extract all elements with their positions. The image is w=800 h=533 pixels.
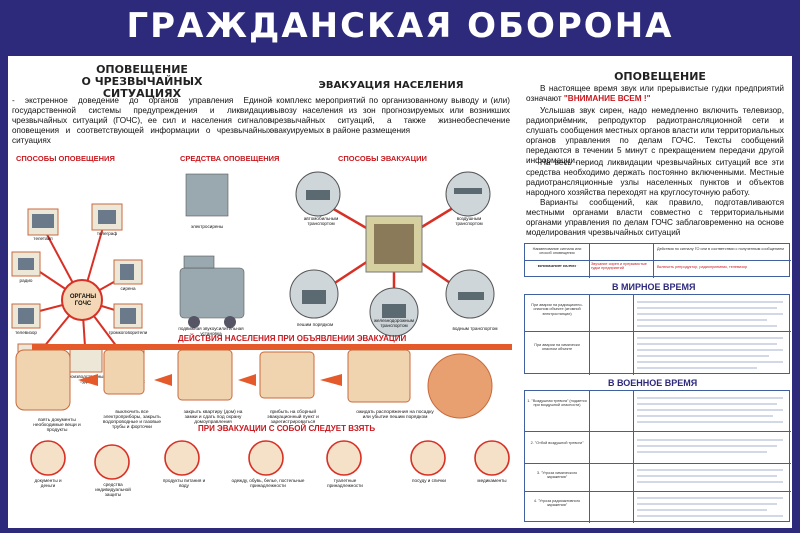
table-head-action: Действия по сигналу ГО или в соответстви… <box>657 247 784 251</box>
means-title: СРЕДСТВА ОПОВЕЩЕНИЯ <box>180 154 280 163</box>
war-row-radiation: 4. "Угроза радиоактивного заражения" <box>533 499 581 508</box>
peace-row-radiation: При аварии на радиационно-опасном объект… <box>531 303 583 316</box>
actions-arrow <box>32 344 512 350</box>
content-panel: ОПОВЕЩЕНИЕ О ЧРЕЗВЫЧАЙНЫХ СИТУАЦИЯХ - эк… <box>8 56 792 528</box>
way-tv: телевизор <box>15 330 37 335</box>
way-siren: сирена <box>120 286 136 291</box>
war-table: 1. "Воздушная тревога" (подается при воз… <box>524 390 791 523</box>
war-row-all-clear: 2. "Отбой воздушной тревоги" <box>530 441 584 445</box>
evac-way-air: воздушным транспортом <box>455 216 483 226</box>
evacuation-text: - комплекс мероприятий по организованном… <box>270 96 510 135</box>
center-label: ОРГАНЫ ГОЧС <box>69 294 97 307</box>
evac-way-water: водным транспортом <box>452 326 498 331</box>
evac-way-foot: пешим порядком <box>296 322 334 327</box>
mean-mobile-unit: подвижная звукоусилительная установка <box>178 326 244 336</box>
ways-title: СПОСОБЫ ОПОВЕЩЕНИЯ <box>16 154 115 163</box>
table-head-signal: Наименование сигнала или способ оповещен… <box>532 247 582 256</box>
right-p3: На весь период ликвидации чрезвычайных с… <box>526 158 784 197</box>
take-docs: документы и деньги <box>34 478 62 488</box>
notification-heading: ОПОВЕЩЕНИЕ О ЧРЕЗВЫЧАЙНЫХ СИТУАЦИЯХ <box>81 63 203 100</box>
right-p1-text: В настоящее время звук или прерывистые г… <box>526 84 784 103</box>
actions-row <box>15 349 493 419</box>
right-heading: ОПОВЕЩЕНИЕ <box>614 70 706 83</box>
right-p2: Услышав звук сирен, надо немедленно вклю… <box>526 106 784 165</box>
table-attention: "Внимание всем!" <box>535 265 579 269</box>
take-dishes: посуду и спички <box>412 478 446 483</box>
action-step-4: прибыть на сборный эвакуационный пункт и… <box>267 410 319 425</box>
signal-table: Наименование сигнала или способ оповещен… <box>524 243 791 278</box>
way-loudspeakers: громкоговорители <box>108 330 148 335</box>
war-title: В ВОЕННОЕ ВРЕМЯ <box>608 378 698 388</box>
way-radio: радио <box>19 278 33 283</box>
peace-table: При аварии на радиационно-опасном объект… <box>524 294 791 375</box>
evacuation-diagram <box>289 171 495 337</box>
take-medicine: медикаменты <box>477 478 507 483</box>
table-turn-on: Включить репродуктор, радиоприемник, тел… <box>657 265 748 269</box>
peace-title: В МИРНОЕ ВРЕМЯ <box>612 282 696 292</box>
take-clothes: одежду, обувь, белье, постельные принадл… <box>231 478 305 488</box>
right-p1: В настоящее время звук или прерывистые г… <box>526 84 784 104</box>
war-row-air-raid: 1. "Воздушная тревога" (подается при воз… <box>527 399 587 408</box>
evac-way-rail: железнодорожным транспортом <box>373 318 415 328</box>
peace-row-chemical: При аварии на химически опасном объекте <box>534 343 580 352</box>
take-items <box>30 440 510 480</box>
action-step-3: закрыть квартиру (дом) на замки и сдать … <box>183 410 243 425</box>
mean-sirens: электросирены <box>190 224 224 229</box>
actions-title: ДЕЙСТВИЯ НАСЕЛЕНИЯ ПРИ ОБЪЯВЛЕНИИ ЭВАКУА… <box>178 334 407 343</box>
evac-ways-title: СПОСОБЫ ЭВАКУАЦИИ <box>338 154 427 163</box>
take-food: продукты питания и воду <box>162 478 206 488</box>
take-toiletries: туалетные принадлежности <box>327 478 363 488</box>
action-step-1: взять документы необходимые вещи и проду… <box>33 418 81 433</box>
evac-way-car: автомобильным транспортом <box>303 216 339 226</box>
notification-text: - экстренное доведение до органов управл… <box>12 96 272 145</box>
right-p4: Варианты сообщений, как правило, подгота… <box>526 198 784 237</box>
action-step-2: выключить все электроприборы, закрыть во… <box>102 410 162 430</box>
table-sirens: Звучание сирен и прерывистые гудки предп… <box>591 262 647 271</box>
way-telegraph: телеграф <box>96 231 118 236</box>
war-row-chemical: 3. "Угроза химического заражения" <box>536 471 578 480</box>
way-teletype: телетайп <box>33 236 53 241</box>
evacuation-heading: ЭВАКУАЦИЯ НАСЕЛЕНИЯ <box>318 80 464 91</box>
action-step-5: ожидать распоряжения на посадку или убыт… <box>356 410 434 420</box>
take-ppe: средства индивидуальной защиты <box>95 482 131 497</box>
attention-all: "ВНИМАНИЕ ВСЕМ !" <box>563 94 651 103</box>
poster-title: ГРАЖДАНСКАЯ ОБОРОНА <box>126 6 674 46</box>
take-title: ПРИ ЭВАКУАЦИИ С СОБОЙ СЛЕДУЕТ ВЗЯТЬ <box>198 424 376 433</box>
